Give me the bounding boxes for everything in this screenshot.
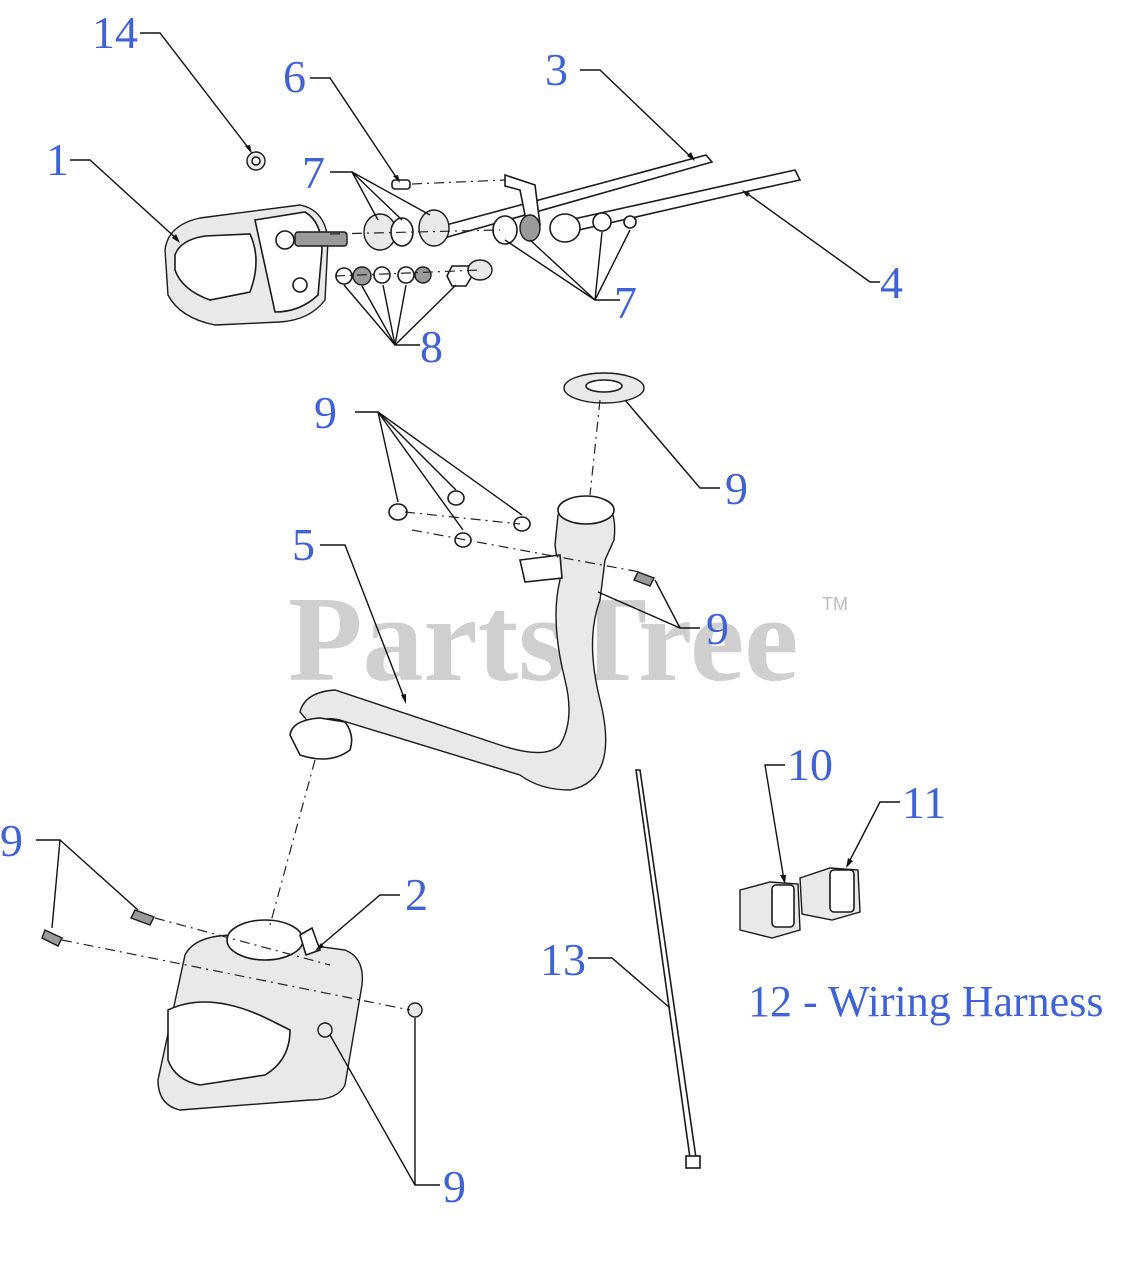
callout-4: 4 <box>880 257 903 308</box>
callout-9-tank-screws: 9 <box>0 815 23 866</box>
part-10-switch <box>739 881 801 939</box>
callout-3: 3 <box>545 44 568 95</box>
callout-2: 2 <box>405 869 428 920</box>
wiring-harness-note: 12 - Wiring Harness <box>748 977 1103 1026</box>
callout-11: 11 <box>902 777 946 828</box>
part-11-switch <box>799 867 861 921</box>
part-1-motor-housing <box>164 204 348 326</box>
leader-lines <box>36 32 900 1186</box>
callout-7-lower: 7 <box>614 277 637 328</box>
watermark-text: PartsTree <box>288 572 798 707</box>
callout-9-filler-cap: 9 <box>725 463 748 514</box>
part-9-screw-neck <box>633 571 655 587</box>
callout-10: 10 <box>787 739 833 790</box>
callout-9-neck-screw: 9 <box>706 603 729 654</box>
watermark-trademark: TM <box>822 594 848 614</box>
callout-6: 6 <box>283 51 306 102</box>
part-9-filler-cap <box>563 372 645 404</box>
callout-5: 5 <box>292 519 315 570</box>
callout-9-grommets: 9 <box>314 387 337 438</box>
callout-14: 14 <box>92 7 138 58</box>
assembly-lines <box>61 179 641 1011</box>
part-6-fitting <box>391 179 411 190</box>
part-2-tank <box>157 919 364 1111</box>
part-5-hose <box>289 495 616 791</box>
callout-13: 13 <box>540 934 586 985</box>
callout-9-tank-nuts: 9 <box>443 1161 466 1212</box>
callout-labels: 14 1 6 7 3 4 7 8 9 9 9 5 9 2 9 13 10 11 … <box>0 7 1103 1212</box>
part-9-grommets <box>388 490 531 548</box>
callout-8: 8 <box>420 321 443 372</box>
part-13-cable-tie <box>635 769 701 1169</box>
callout-7-upper: 7 <box>302 147 325 198</box>
part-7-bushings <box>363 209 581 251</box>
part-14-nut <box>246 151 266 171</box>
part-4-lever <box>558 169 802 233</box>
part-9-tank-hardware <box>41 909 423 1038</box>
part-8-washers <box>335 259 493 287</box>
callout-1: 1 <box>46 134 69 185</box>
